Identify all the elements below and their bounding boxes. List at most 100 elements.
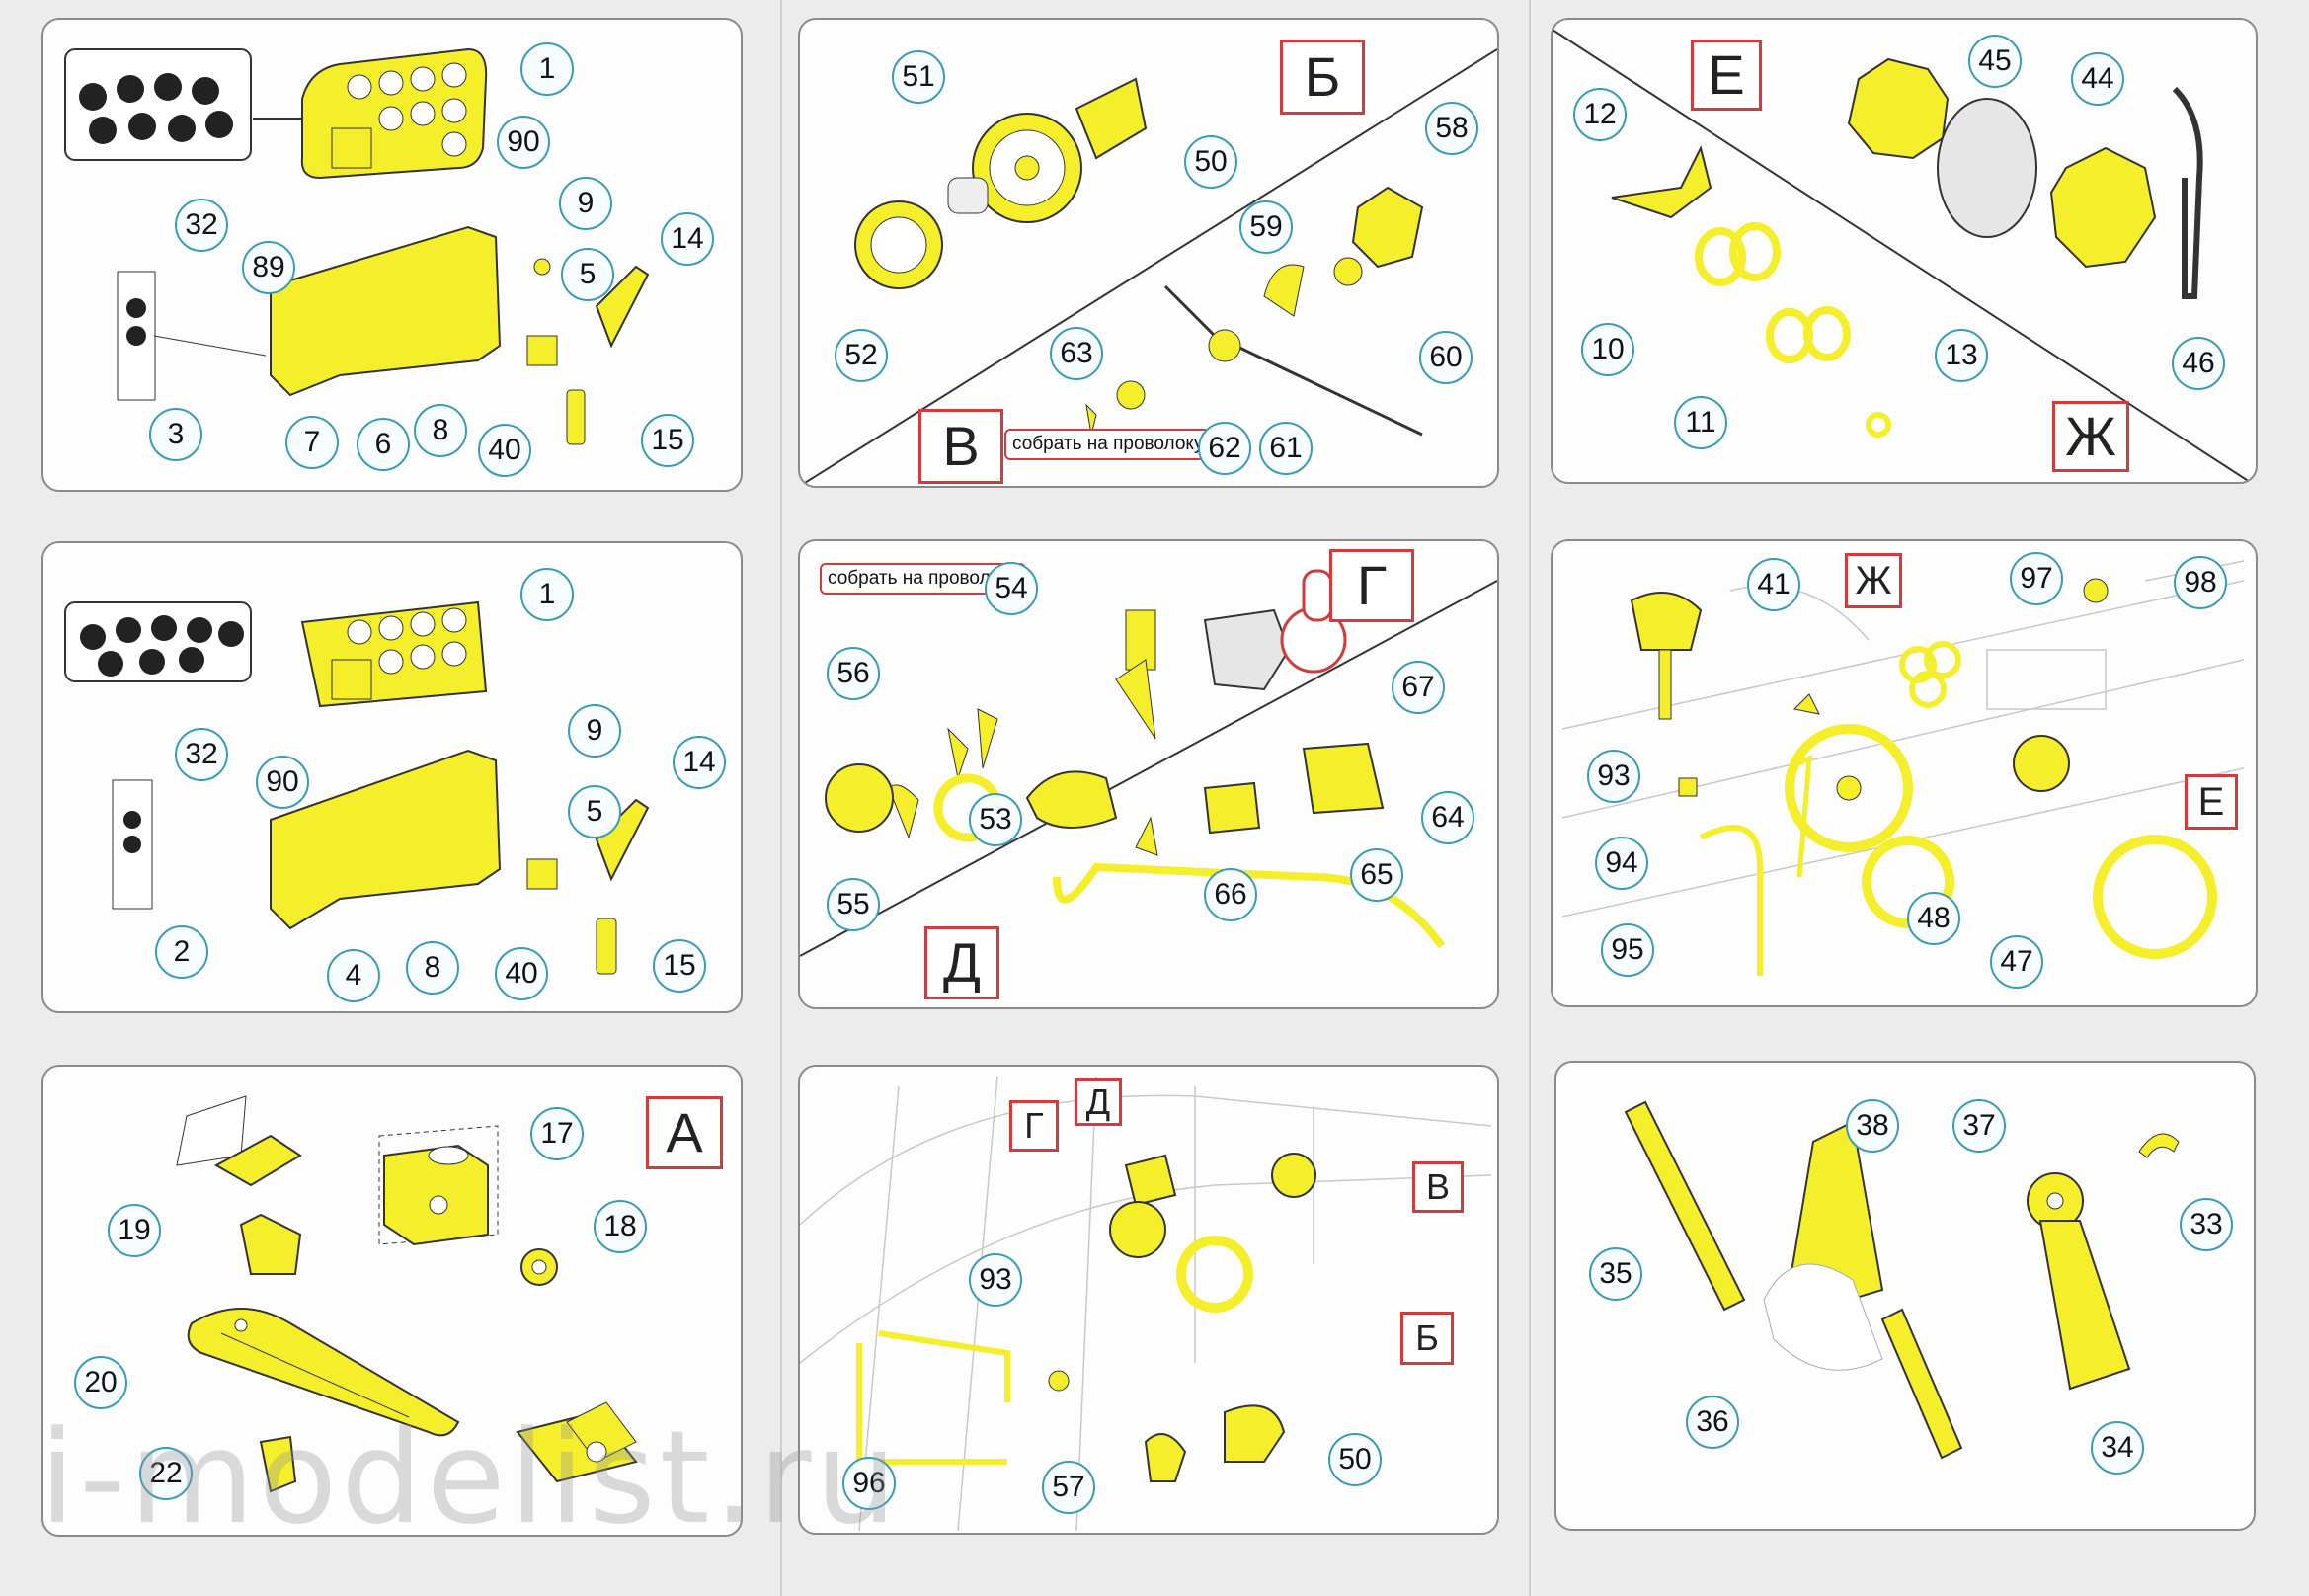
callout: 54	[985, 562, 1038, 615]
callout: 56	[827, 647, 880, 700]
callout: 93	[1587, 750, 1640, 803]
callout: 8	[406, 941, 459, 995]
callout: 59	[1239, 200, 1293, 254]
callout: 13	[1935, 329, 1988, 382]
callout: 40	[495, 947, 548, 1000]
callout: 97	[2010, 552, 2063, 605]
assembly-letter: А	[646, 1096, 723, 1169]
callout: 40	[478, 424, 531, 477]
panel-drawing	[1561, 560, 2245, 976]
callout: 52	[835, 329, 888, 382]
assembly-letter: Ж	[1845, 553, 1902, 608]
callout: 57	[1042, 1461, 1095, 1514]
callout: 62	[1198, 422, 1251, 475]
callout: 35	[1589, 1247, 1642, 1301]
callout: 10	[1581, 323, 1634, 376]
panel-instrument-panel-a: 1 90 32 9 89 5 14 3 7 6 8 40 15	[41, 18, 743, 492]
callout: 60	[1419, 331, 1473, 384]
assembly-letter: Д	[924, 926, 999, 999]
fold-line	[1529, 0, 1531, 1596]
callout: 95	[1601, 923, 1654, 977]
panel-assembly-e-zh: Е Ж 45 44 12 10 13 11 46	[1551, 18, 2258, 484]
callout: 19	[108, 1204, 161, 1257]
callout: 33	[2180, 1198, 2233, 1251]
watermark: i-modelist.ru	[40, 1402, 901, 1553]
callout: 94	[1595, 837, 1648, 890]
panel-instrument-panel-b: 1 32 9 90 5 14 2 4 8 40 15	[41, 541, 743, 1013]
callout: 37	[1952, 1099, 2006, 1153]
callout: 20	[74, 1356, 127, 1409]
callout: 41	[1747, 558, 1800, 611]
callout: 45	[1968, 35, 2022, 88]
assembly-letter: В	[918, 409, 1003, 484]
panel-drawing	[800, 48, 1497, 486]
assembly-letter: Е	[2185, 774, 2238, 830]
callout: 96	[842, 1457, 896, 1510]
panel-drawing	[1553, 29, 2251, 482]
callout: 67	[1392, 661, 1445, 714]
callout: 93	[969, 1253, 1022, 1307]
panel-seat-belts: 38 37 33 35 36 34	[1554, 1061, 2256, 1531]
callout: 38	[1846, 1099, 1899, 1153]
callout: 46	[2172, 337, 2225, 390]
panel-drawing	[1624, 1100, 2180, 1460]
assembly-note: собрать на проволоку	[1004, 429, 1212, 460]
assembly-letter: В	[1412, 1161, 1464, 1213]
callout: 1	[520, 568, 574, 621]
panel-drawing	[64, 47, 650, 445]
callout: 50	[1328, 1433, 1382, 1486]
assembly-letter: Г	[1329, 549, 1414, 622]
panel-assembly-g-d: собрать на проволоку Г Д 54 56 53 55 67 …	[798, 539, 1499, 1009]
assembly-letter: Ж	[2052, 401, 2129, 472]
callout: 9	[568, 704, 621, 758]
callout: 64	[1421, 791, 1474, 844]
callout: 90	[256, 756, 309, 809]
callout: 14	[661, 212, 714, 266]
callout: 14	[673, 736, 726, 789]
assembly-letter: Б	[1400, 1312, 1454, 1365]
callout: 15	[641, 414, 694, 467]
fold-line	[780, 0, 782, 1596]
callout: 47	[1990, 935, 2043, 989]
panel-cockpit-overview-a: Ж Е 41 97 98 93 94 95 48 47	[1551, 539, 2258, 1007]
panel-drawing	[64, 600, 650, 975]
assembly-letter: Б	[1280, 40, 1365, 115]
callout: 4	[327, 949, 380, 1002]
callout: 22	[139, 1447, 193, 1500]
callout: 32	[175, 199, 228, 252]
callout: 5	[568, 785, 621, 838]
callout: 8	[414, 404, 467, 457]
callout: 18	[594, 1200, 647, 1253]
callout: 32	[175, 728, 228, 781]
callout: 12	[1573, 88, 1627, 141]
callout: 51	[892, 50, 945, 104]
panel-cockpit-overview-b: Д Г В Б 93 96 57 50	[798, 1065, 1499, 1535]
callout: 90	[497, 116, 550, 169]
callout: 1	[520, 42, 574, 96]
callout: 36	[1686, 1396, 1739, 1449]
callout: 15	[653, 939, 706, 993]
panel-assembly-a: А 17 19 18 20 22	[41, 1065, 743, 1537]
callout: 11	[1674, 396, 1727, 449]
callout: 34	[2091, 1421, 2144, 1475]
assembly-letter: Г	[1009, 1100, 1059, 1152]
panel-drawing	[800, 569, 1497, 957]
panel-drawing	[800, 1076, 1492, 1532]
callout: 2	[155, 925, 208, 979]
assembly-letter: Д	[1075, 1078, 1122, 1126]
callout: 17	[530, 1107, 584, 1160]
callout: 7	[285, 416, 339, 469]
callout: 48	[1907, 892, 1960, 945]
callout: 58	[1425, 102, 1478, 155]
callout: 50	[1184, 135, 1237, 189]
callout: 66	[1204, 868, 1257, 921]
panel-drawing	[176, 1095, 638, 1493]
callout: 9	[559, 177, 612, 230]
callout: 55	[827, 878, 880, 931]
callout: 61	[1259, 422, 1313, 475]
callout: 53	[969, 793, 1022, 846]
callout: 98	[2174, 556, 2227, 609]
callout: 63	[1050, 327, 1103, 380]
callout: 6	[357, 418, 410, 471]
